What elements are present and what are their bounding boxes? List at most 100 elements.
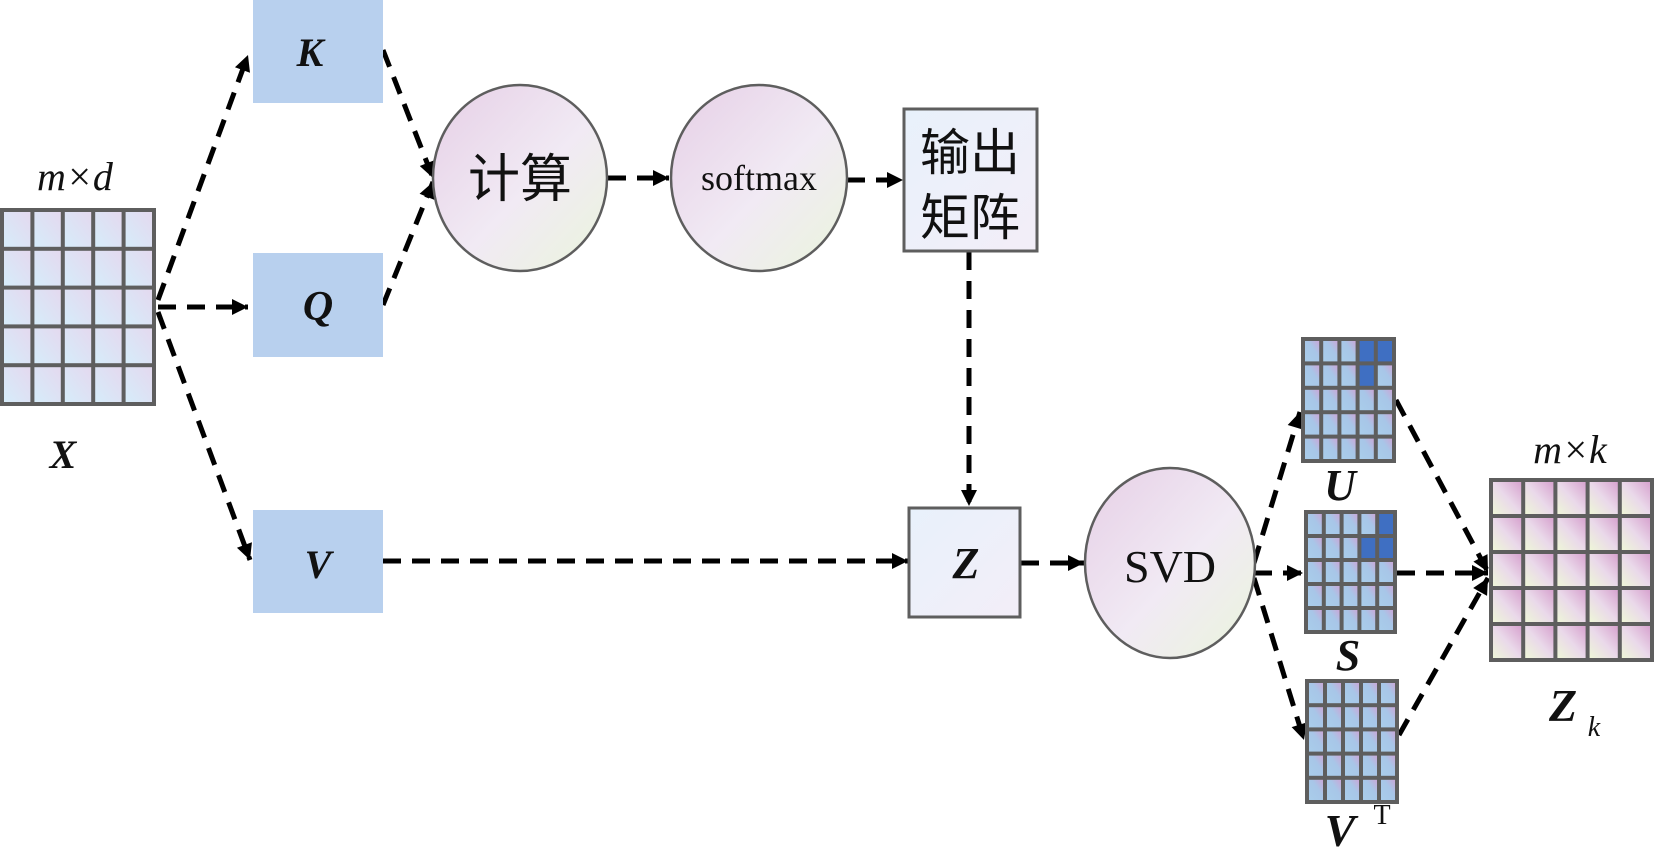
- input-matrix-cell: [4, 367, 31, 402]
- zk-matrix-cell: [1493, 590, 1522, 622]
- input-matrix-cell: [125, 328, 152, 364]
- input-matrix-cell: [4, 250, 31, 286]
- zk-matrix-cell: [1621, 626, 1650, 658]
- zk-matrix-cell: [1525, 554, 1554, 586]
- u-matrix-cell: [1359, 414, 1374, 435]
- vt-matrix-superscript: T: [1373, 800, 1390, 831]
- u-matrix-cell-highlighted: [1377, 341, 1392, 362]
- vt-matrix-cell: [1309, 731, 1323, 752]
- vt-matrix-cell: [1381, 755, 1395, 776]
- input-matrix-cell: [125, 212, 152, 247]
- zk-matrix-cell: [1589, 482, 1618, 514]
- s-matrix-cell: [1308, 610, 1322, 630]
- vt-matrix-cell: [1327, 779, 1341, 800]
- key-label: K: [296, 30, 326, 75]
- zk-matrix-cell: [1589, 590, 1618, 622]
- zk-matrix-cell: [1525, 482, 1554, 514]
- softmax-node: softmax: [669, 83, 849, 273]
- s-matrix-cell: [1379, 610, 1393, 630]
- u-matrix-cell: [1305, 389, 1320, 411]
- u-matrix-cell: [1305, 438, 1320, 459]
- z-node: Z: [907, 506, 1022, 619]
- s-matrix: [1304, 510, 1397, 634]
- u-matrix-cell: [1305, 365, 1320, 386]
- input-matrix-cell: [34, 367, 61, 402]
- u-matrix-cell: [1377, 389, 1392, 411]
- vt-matrix-cell: [1381, 779, 1395, 800]
- u-matrix-cell: [1341, 438, 1356, 459]
- input-matrix-cell: [64, 212, 92, 247]
- query-label: Q: [303, 284, 333, 330]
- s-matrix-cell: [1343, 586, 1358, 606]
- input-matrix-cell: [64, 250, 92, 286]
- s-matrix-cell-highlighted: [1379, 514, 1393, 534]
- u-matrix-cell: [1323, 438, 1338, 459]
- s-matrix-cell: [1361, 562, 1376, 582]
- s-matrix-cell: [1325, 610, 1340, 630]
- vt-matrix-cell: [1381, 731, 1395, 752]
- output-matrix-node: 输出 矩阵: [902, 107, 1039, 253]
- s-matrix-cell: [1343, 514, 1358, 534]
- zk-matrix: [1489, 478, 1654, 662]
- arrow-x-to-v: [155, 311, 253, 561]
- s-matrix-cell: [1308, 538, 1322, 558]
- zk-matrix-cell: [1621, 554, 1650, 586]
- s-matrix-cell: [1379, 562, 1393, 582]
- s-matrix-cell: [1325, 538, 1340, 558]
- s-matrix-cell: [1308, 562, 1322, 582]
- arrow-k-to-compute: [380, 49, 436, 179]
- vt-matrix-cell: [1345, 707, 1359, 728]
- u-matrix-cell: [1305, 341, 1320, 362]
- u-matrix-cell: [1323, 414, 1338, 435]
- s-matrix-cell: [1325, 562, 1340, 582]
- arrow-svd-to-u: [1251, 411, 1303, 564]
- compute-node: 计算: [431, 83, 609, 273]
- zk-matrix-cell: [1493, 626, 1522, 658]
- query-box: Q: [253, 253, 383, 357]
- u-matrix-cell: [1377, 365, 1392, 386]
- vt-matrix-cell: [1309, 779, 1323, 800]
- u-matrix-cell: [1341, 414, 1356, 435]
- input-matrix-cell: [64, 289, 92, 325]
- zk-matrix-cell: [1525, 626, 1554, 658]
- u-matrix-cell: [1341, 389, 1356, 411]
- vt-matrix-cell: [1345, 755, 1359, 776]
- z-label: Z: [952, 539, 980, 588]
- zk-matrix-dims: m×k: [1533, 427, 1608, 472]
- s-matrix-label: S: [1336, 631, 1360, 680]
- u-matrix-cell: [1359, 389, 1374, 411]
- vt-matrix-cell: [1327, 755, 1341, 776]
- zk-matrix-cell: [1525, 590, 1554, 622]
- vt-matrix-cell: [1363, 731, 1377, 752]
- input-matrix-cell: [95, 289, 122, 325]
- vt-matrix-cell: [1327, 707, 1341, 728]
- s-matrix-cell: [1379, 586, 1393, 606]
- u-matrix-cell: [1341, 365, 1356, 386]
- vt-matrix-cell: [1327, 683, 1341, 704]
- s-matrix-cell: [1325, 514, 1340, 534]
- arrow-u-to-zk: [1393, 398, 1491, 574]
- s-matrix-cell: [1361, 514, 1376, 534]
- u-matrix-cell: [1341, 341, 1356, 362]
- zk-matrix-cell: [1557, 518, 1586, 550]
- input-matrix-cell: [4, 212, 31, 247]
- value-label: V: [305, 542, 335, 587]
- vt-matrix-cell: [1309, 683, 1323, 704]
- input-matrix-x: [0, 208, 156, 406]
- input-matrix-cell: [34, 328, 61, 364]
- vt-matrix-cell: [1309, 707, 1323, 728]
- input-matrix-label: X: [48, 432, 78, 477]
- key-box: K: [253, 0, 383, 103]
- zk-matrix-cell: [1493, 518, 1522, 550]
- s-matrix-cell-highlighted: [1361, 538, 1376, 558]
- input-matrix-cell: [64, 367, 92, 402]
- u-matrix-cell: [1305, 414, 1320, 435]
- arrow-q-to-compute: [380, 181, 436, 306]
- s-matrix-cell: [1343, 610, 1358, 630]
- s-matrix-cell: [1325, 586, 1340, 606]
- u-matrix: [1301, 337, 1396, 463]
- input-matrix-cell: [95, 328, 122, 364]
- vt-matrix-label: V: [1325, 805, 1359, 851]
- u-matrix-cell: [1323, 389, 1338, 411]
- zk-matrix-label: Z: [1548, 680, 1577, 731]
